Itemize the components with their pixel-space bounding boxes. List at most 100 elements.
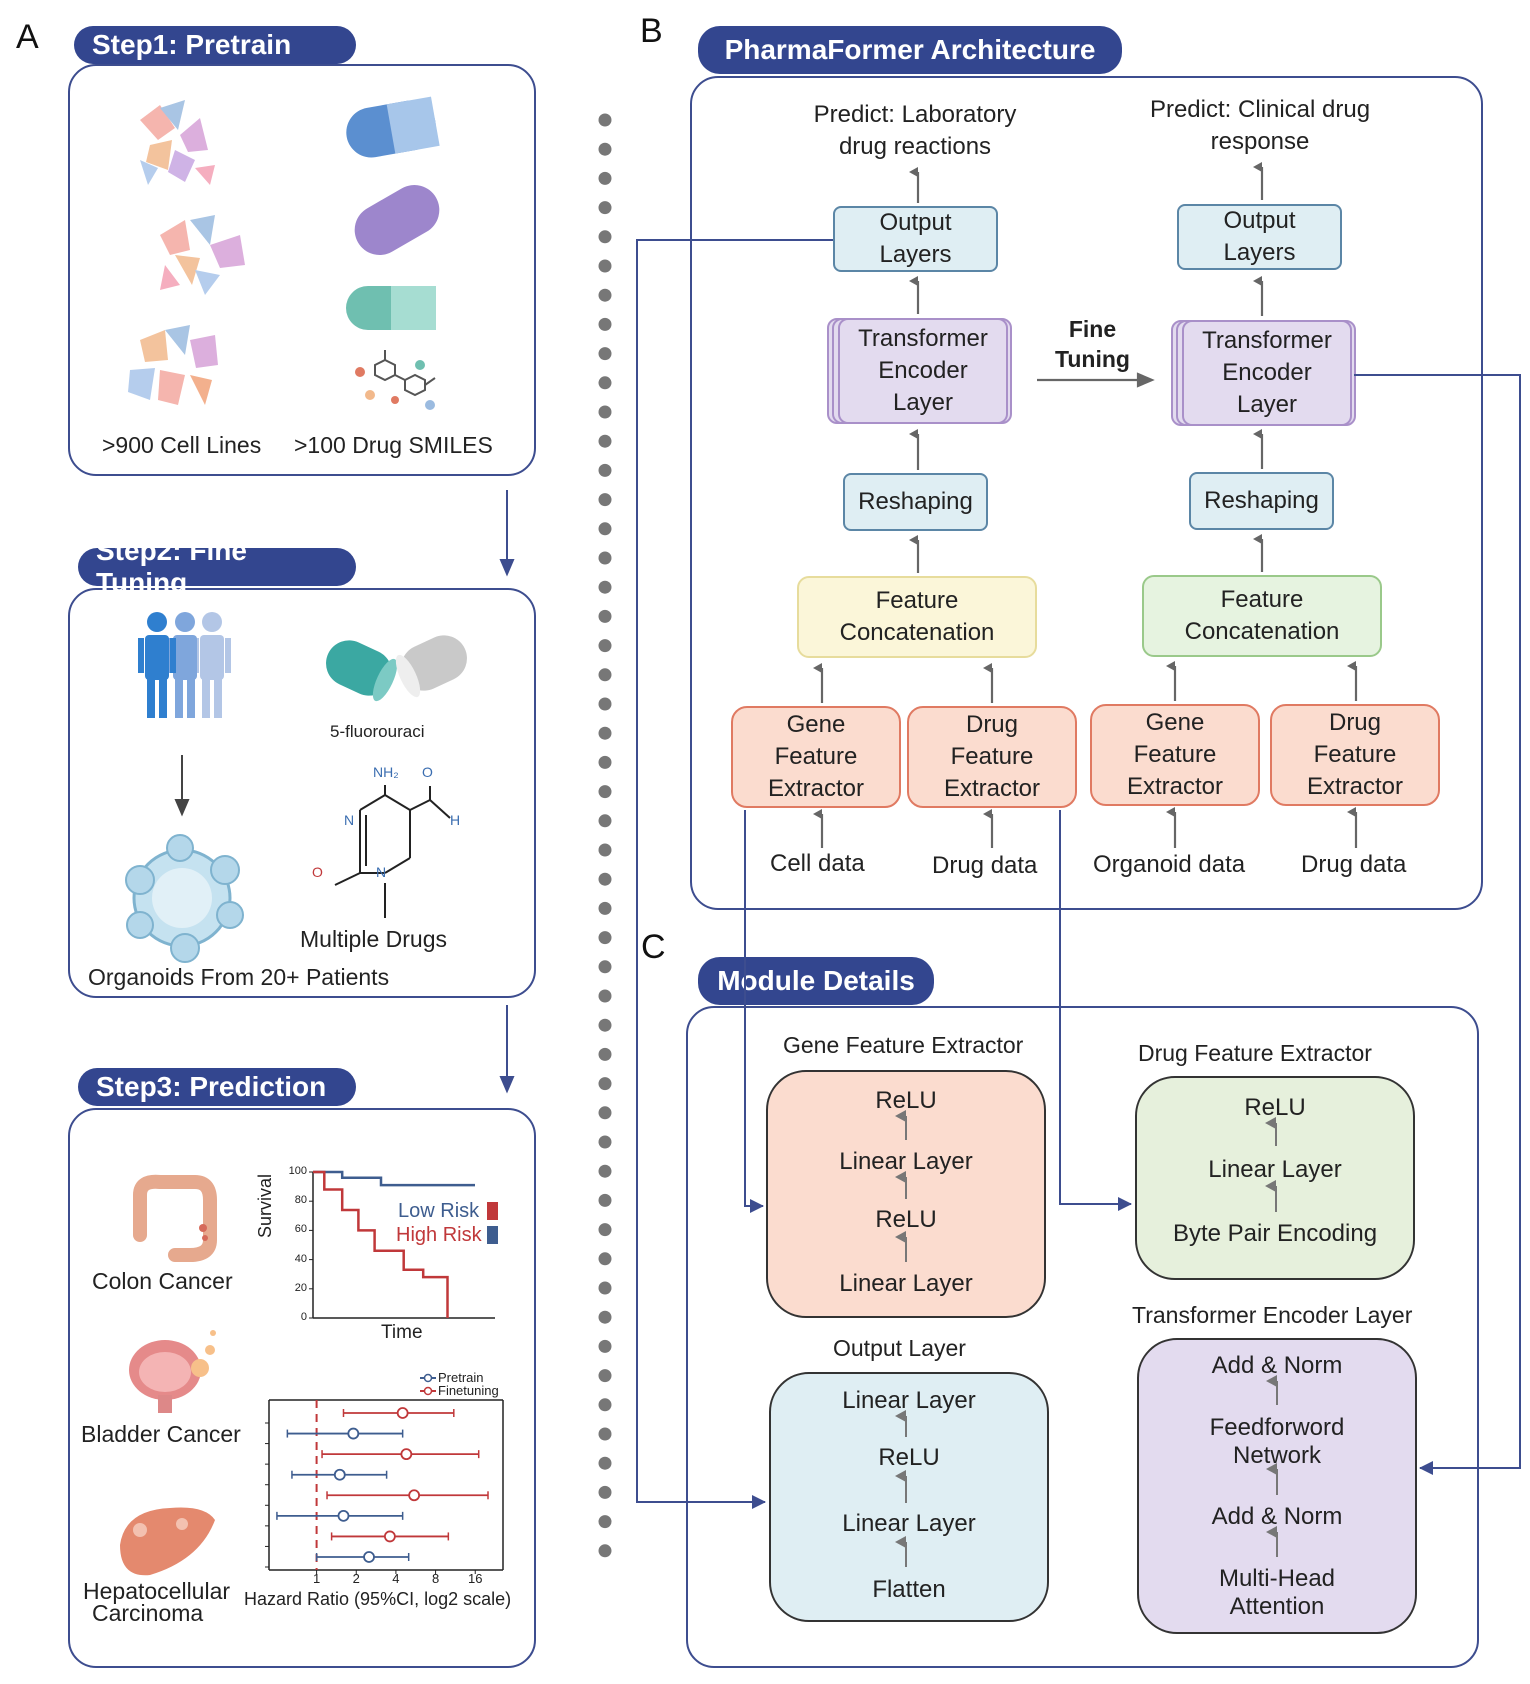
separator-dot <box>598 1018 612 1032</box>
step1-frame <box>68 64 536 476</box>
separator-dot <box>598 1047 612 1061</box>
cell-cluster-icon <box>140 100 215 185</box>
forest-x-tick-label: 2 <box>352 1571 360 1586</box>
architecture-title: PharmaFormer Architecture <box>698 26 1122 74</box>
separator-dot <box>598 317 612 331</box>
forest-point <box>396 1407 409 1419</box>
separator-dot <box>598 755 612 769</box>
gene-extractor-box-left: Gene Feature Extractor <box>731 706 901 808</box>
mol-h: H <box>450 812 461 828</box>
drug-extractor-box-left: Drug Feature Extractor <box>907 706 1077 808</box>
separator-dot <box>598 405 612 419</box>
panel-letter-a: A <box>16 18 39 56</box>
km-y-tick-label: 40 <box>294 1252 307 1265</box>
liver-icon <box>120 1507 215 1576</box>
gene-module-item: Linear Layer <box>839 1270 973 1297</box>
capsule-teal-open-icon <box>326 640 398 702</box>
hcc-label-1: Hepatocellular <box>83 1578 231 1604</box>
forest-legend <box>420 1373 436 1396</box>
separator-dot <box>598 814 612 828</box>
drug-module-box <box>1135 1076 1415 1280</box>
te-module-item: Multi-Head Attention <box>1218 1565 1336 1620</box>
mol-n-left: N <box>344 812 355 828</box>
separator-dot <box>598 1281 612 1295</box>
hcc-label-2: Carcinoma <box>92 1600 204 1626</box>
output-module-title: Output Layer <box>833 1335 966 1361</box>
separator-dot <box>598 580 612 594</box>
predict-lab-label: Predict: Laboratory drug reactions <box>813 101 1017 160</box>
separator-dot <box>598 113 612 127</box>
reshaping-box-right: Reshaping <box>1189 472 1334 530</box>
forest-point <box>347 1427 360 1440</box>
separator-dot <box>598 1077 612 1091</box>
output-module-item: ReLU <box>878 1444 940 1471</box>
drug-data-label-left: Drug data <box>932 852 1038 879</box>
separator-dot <box>598 1135 612 1149</box>
step3-frame <box>68 1108 536 1668</box>
drug-name-label: 5-fluorouraci <box>330 722 425 741</box>
km-low-risk-label: Low Risk <box>398 1200 480 1222</box>
separator-dot <box>598 931 612 945</box>
forest-point <box>400 1448 413 1461</box>
molecule-icon <box>355 350 436 410</box>
km-y-tick-label: 60 <box>294 1223 307 1236</box>
drug-extractor-box-right: Drug Feature Extractor <box>1270 704 1440 806</box>
te-module-item: Feedforword Network <box>1209 1414 1345 1469</box>
bladder-icon <box>129 1330 216 1413</box>
forest-point <box>408 1489 421 1502</box>
km-y-tick-label: 100 <box>288 1165 307 1177</box>
km-high-risk-label: High Risk <box>396 1224 482 1246</box>
separator-dot <box>598 347 612 361</box>
fluorouracil-structure-icon <box>334 785 451 918</box>
feature-concat-box-right: Feature Concatenation <box>1142 575 1382 657</box>
separator-dot <box>598 1485 612 1499</box>
step3-title: Step3: Prediction <box>78 1068 356 1106</box>
patients-icon <box>138 612 231 718</box>
te-module-item: Add & Norm <box>1211 1352 1343 1379</box>
panel-letter-c: C <box>641 928 666 966</box>
output-layers-box-left: Output Layers <box>833 206 998 272</box>
km-y-tick-label: 0 <box>300 1311 307 1323</box>
separator-dot <box>598 171 612 185</box>
separator-dot <box>598 259 612 273</box>
separator-dot <box>598 434 612 448</box>
organoids-label: Organoids From 20+ Patients <box>88 964 390 990</box>
architecture-frame <box>690 76 1483 910</box>
step1-title: Step1: Pretrain <box>74 26 356 64</box>
cell-lines-label: >900 Cell Lines <box>102 432 262 458</box>
feature-concat-box-left: Feature Concatenation <box>797 576 1037 658</box>
transformer-encoder-box-left: Transformer Encoder Layer <box>838 318 1008 424</box>
forest-point <box>337 1509 350 1522</box>
km-x-label: Time <box>381 1322 423 1343</box>
gene-module-item: ReLU <box>875 1206 937 1233</box>
km-high-risk-curve <box>313 1170 449 1318</box>
km-legend-swatch-red <box>487 1202 498 1220</box>
mol-nh2: NH₂ <box>373 764 399 780</box>
separator-dot <box>598 843 612 857</box>
forest-point <box>363 1551 375 1563</box>
separator-dot <box>598 1339 612 1353</box>
separator-dot <box>598 230 612 244</box>
output-module-box <box>769 1372 1049 1622</box>
forest-x-tick-label: 1 <box>312 1571 321 1586</box>
forest-x-tick-label: 8 <box>431 1571 440 1586</box>
separator-dot <box>598 1398 612 1412</box>
forest-point <box>383 1530 396 1543</box>
down-arrow-icon <box>174 755 190 817</box>
separator-dot <box>598 142 612 156</box>
transformer-encoder-box-right: Transformer Encoder Layer <box>1182 320 1352 426</box>
module-details-frame <box>686 1006 1479 1668</box>
separator-dot <box>598 872 612 886</box>
gene-module-item: Linear Layer <box>839 1148 973 1175</box>
separator-dot <box>598 1223 612 1237</box>
output-layers-box-right: Output Layers <box>1177 204 1342 270</box>
separator-dot <box>598 697 612 711</box>
separator-dot <box>598 901 612 915</box>
cell-cluster-icon <box>128 325 218 405</box>
separator-dot <box>598 1193 612 1207</box>
colon-tumor-icon <box>199 1224 208 1241</box>
